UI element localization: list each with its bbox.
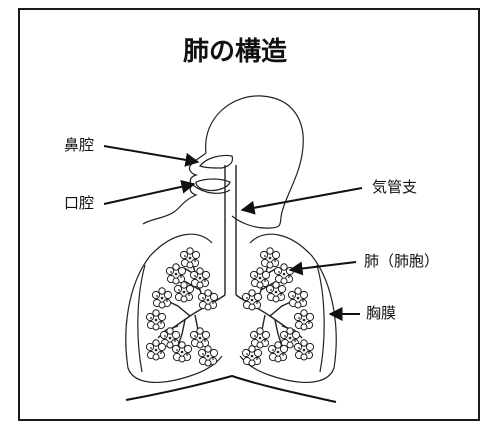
diagram-title: 肺の構造 (183, 37, 287, 67)
diaphragm (126, 376, 336, 402)
label-pleura: 胸膜 (366, 304, 396, 322)
label-lung-alveoli: 肺（肺胞） (364, 252, 439, 270)
arrow-oral-cavity (104, 184, 194, 204)
label-bronchus: 気管支 (372, 178, 417, 196)
nasal-cavity-shape (200, 155, 233, 168)
label-nasal-cavity: 鼻腔 (64, 136, 94, 154)
trachea (225, 165, 236, 295)
alveoli-left (146, 248, 217, 366)
arrow-bronchus (242, 188, 362, 210)
arrow-nasal-cavity (104, 146, 198, 162)
arrow-lung-alveoli (290, 262, 356, 270)
label-oral-cavity: 口腔 (64, 194, 94, 212)
alveoli-right (242, 248, 313, 366)
